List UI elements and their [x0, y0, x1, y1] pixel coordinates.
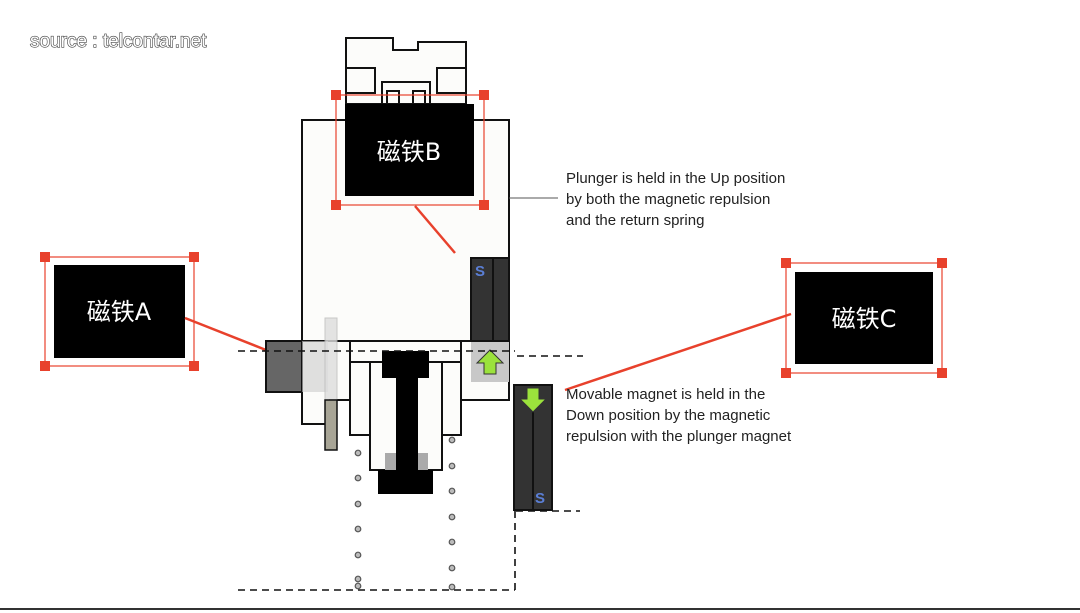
- guide-rod-upper: [324, 317, 338, 401]
- magnet-a-pointer: [184, 316, 267, 352]
- down-arrow-icon: [518, 387, 548, 413]
- movable-annotation: Movable magnet is held in the Down posit…: [566, 386, 792, 445]
- magnet-b-label: 磁铁B: [377, 138, 441, 166]
- annotation-line: and the return spring: [566, 212, 704, 229]
- magnet-b-selection-frame: [335, 94, 485, 206]
- magnet-a: [54, 265, 185, 358]
- spring-dots: [354, 436, 456, 591]
- movable-magnet-pole: S: [535, 490, 545, 507]
- magnet-a-slot: [265, 340, 303, 393]
- magnet-a-selection-frame: [44, 256, 195, 367]
- magnet-a-handles: [40, 252, 199, 371]
- top-housing: [345, 37, 467, 105]
- annotation-line: Plunger is held in the Up position: [566, 170, 785, 187]
- magnet-c-label: 磁铁C: [832, 305, 897, 333]
- plunger: [378, 351, 433, 494]
- plunger-magnet-pole: S: [475, 263, 485, 280]
- dashed-guides: [238, 350, 583, 591]
- magnet-c-selection-frame: [785, 262, 943, 374]
- plunger-annotation: Plunger is held in the Up position by bo…: [566, 170, 785, 229]
- guide-rod-lower: [324, 399, 338, 451]
- magnet-c-handles: [781, 258, 947, 378]
- magnet-b: [345, 104, 474, 196]
- magnet-b-pointer: [414, 205, 456, 254]
- annotation-line: Movable magnet is held in the: [566, 386, 765, 403]
- magnet-b-handles: [331, 90, 489, 210]
- magnet-c: [795, 272, 933, 364]
- annotation-line: Down position by the magnetic: [566, 407, 771, 424]
- up-arrow-icon: [475, 349, 505, 375]
- translucent-panel: [302, 341, 328, 392]
- magnet-c-pointer: [564, 312, 792, 392]
- magnet-a-label: 磁铁A: [87, 298, 152, 326]
- annotation-line: by both the magnetic repulsion: [566, 191, 770, 208]
- annotation-line: repulsion with the plunger magnet: [566, 428, 792, 445]
- source-credit: source : telcontar.net: [30, 31, 207, 52]
